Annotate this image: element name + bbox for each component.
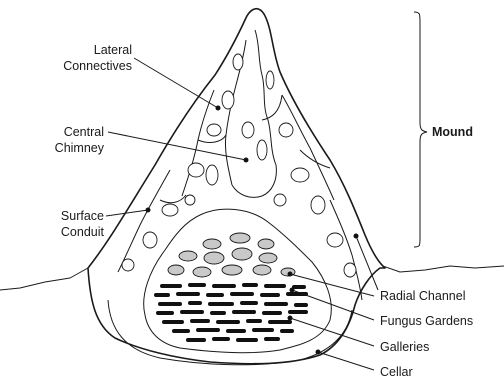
dot-galleries [288, 316, 293, 321]
dot-fungus-gardens [290, 288, 295, 293]
label-conduit-line1: Surface [61, 209, 104, 223]
mound-bracket [414, 12, 427, 247]
label-chimney-line2: Chimney [55, 141, 105, 155]
label-lateral-line2: Connectives [63, 59, 132, 73]
label-conduit-line2: Conduit [61, 225, 105, 239]
dot-conduit-right [354, 234, 359, 239]
label-chimney-line1: Central [64, 125, 104, 139]
dot-cellar [316, 350, 321, 355]
label-fungus-gardens: Fungus Gardens [380, 314, 473, 328]
dot-radial-channel [288, 272, 293, 277]
leader-cellar [318, 352, 374, 370]
label-galleries: Galleries [380, 340, 429, 354]
label-mound: Mound [432, 125, 473, 139]
label-cellar: Cellar [380, 365, 413, 379]
label-lateral-line1: Lateral [94, 43, 132, 57]
dot-surface-conduit [146, 208, 151, 213]
dot-central-chimney [244, 158, 249, 163]
dot-lateral-connectives [216, 106, 221, 111]
leader-lateral-connectives [134, 58, 218, 108]
label-radial-channel: Radial Channel [380, 289, 465, 303]
